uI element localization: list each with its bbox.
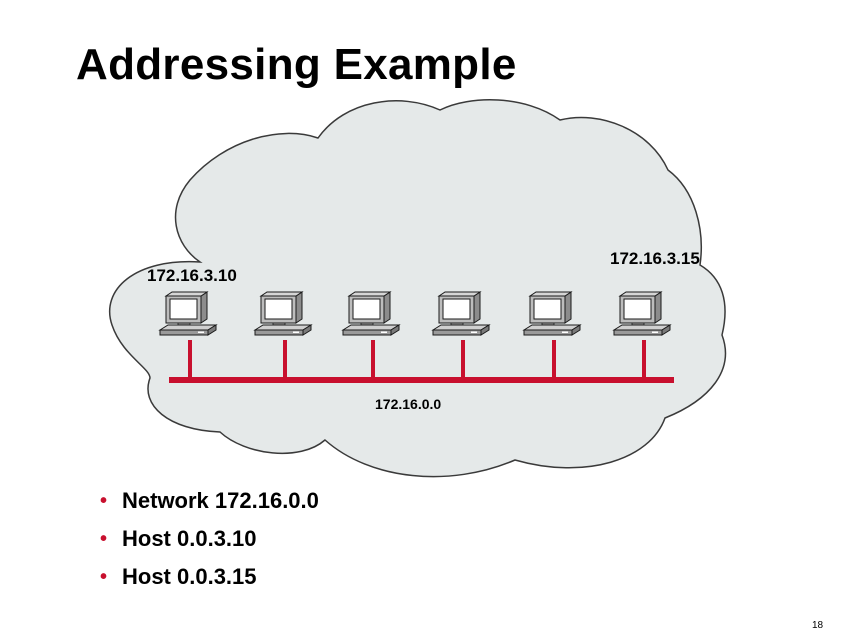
bullet-list: • Network 172.16.0.0 • Host 0.0.3.10 • H…: [100, 484, 319, 598]
bullet-item: • Host 0.0.3.10: [100, 522, 319, 560]
bullet-item: • Host 0.0.3.15: [100, 560, 319, 598]
network-address-label: 172.16.0.0: [375, 396, 441, 412]
slide-title: Addressing Example: [76, 40, 517, 89]
bullet-icon: •: [100, 528, 108, 550]
host-ip-label-left: 172.16.3.10: [147, 266, 237, 285]
ethernet-backbone: [169, 377, 674, 383]
page-number: 18: [812, 620, 824, 631]
drop-cable: [371, 340, 375, 380]
drop-cable: [283, 340, 287, 380]
drop-cable: [552, 340, 556, 380]
drop-cable: [188, 340, 192, 380]
bullet-text: Host 0.0.3.10: [122, 526, 257, 551]
drop-cable: [461, 340, 465, 380]
bullet-icon: •: [100, 566, 108, 588]
network-cloud: [108, 99, 727, 478]
drop-cable: [642, 340, 646, 380]
bullet-text: Host 0.0.3.15: [122, 564, 257, 589]
bullet-icon: •: [100, 490, 108, 512]
bullet-item: • Network 172.16.0.0: [100, 484, 319, 522]
host-ip-label-right: 172.16.3.15: [610, 249, 700, 268]
bullet-text: Network 172.16.0.0: [122, 488, 319, 513]
